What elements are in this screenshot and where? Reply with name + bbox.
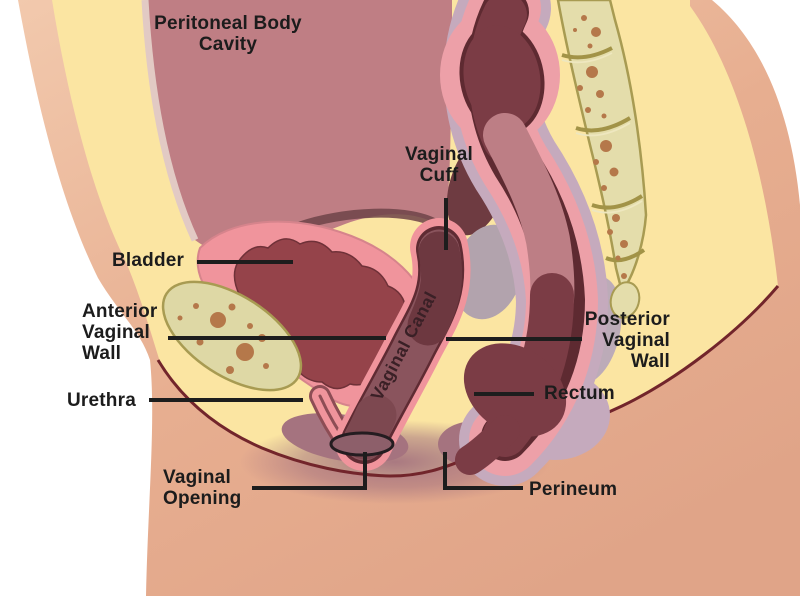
peritoneum-rim <box>141 0 199 242</box>
pubic-bone-dots <box>177 303 269 374</box>
label-vaginal-opening: Vaginal Opening <box>163 467 242 509</box>
label-peritoneal-body-cavity: Peritoneal Body Cavity <box>154 13 302 55</box>
rectum-tube <box>440 0 610 486</box>
vaginal-opening-leader-line <box>252 452 367 490</box>
sacrum-dots <box>573 15 628 279</box>
vaginal-opening-shape <box>329 431 395 457</box>
label-rectum: Rectum <box>544 383 615 404</box>
pouch-gray-shading <box>452 224 524 320</box>
body-fold-line <box>156 285 780 478</box>
label-bladder: Bladder <box>112 250 185 271</box>
vaginal-canal-tube <box>335 218 471 471</box>
perineum-leader-line <box>443 452 523 490</box>
label-vaginal-cuff: Vaginal Cuff <box>405 144 473 186</box>
label-urethra: Urethra <box>67 390 136 411</box>
peritoneal-cavity <box>145 0 452 257</box>
label-anterior-vaginal-wall: Anterior Vaginal Wall <box>82 301 158 364</box>
label-posterior-vaginal-wall: Posterior Vaginal Wall <box>584 309 670 372</box>
label-perineum: Perineum <box>529 479 618 500</box>
